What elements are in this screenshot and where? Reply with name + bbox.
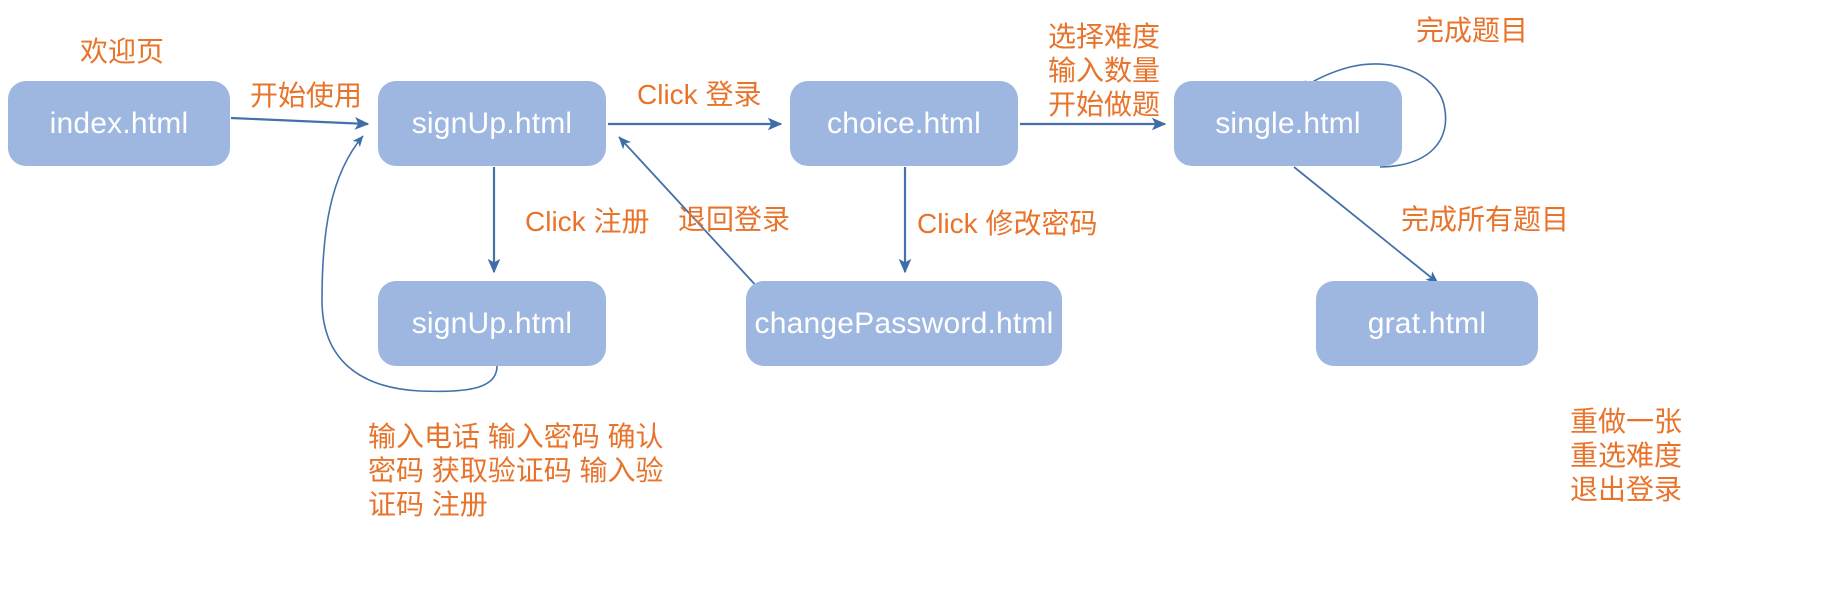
- annotation-welcome-note: 欢迎页: [80, 36, 165, 67]
- node-label: choice.html: [827, 106, 981, 140]
- edge-label-index-to-signup: 开始使用: [250, 80, 363, 111]
- node-label: signUp.html: [411, 306, 573, 340]
- node-index-html[interactable]: index.html: [8, 81, 230, 166]
- annotation-grat-note: 重做一张 重选难度 退出登录: [1570, 406, 1683, 505]
- annotation-register-note: 输入电话 输入密码 确认 密码 获取验证码 输入验 证码 注册: [368, 421, 664, 520]
- edge-label-signup-to-choice: Click 登录: [637, 79, 762, 110]
- node-grat-html[interactable]: grat.html: [1316, 281, 1538, 366]
- node-label: index.html: [49, 106, 189, 140]
- node-choice-html[interactable]: choice.html: [790, 81, 1018, 166]
- edge-label-choice-to-single: 选择难度 输入数量 开始做题: [1047, 21, 1160, 120]
- edge-label-single-to-grat: 完成所有题目: [1401, 204, 1570, 235]
- node-label: signUp.html: [411, 106, 573, 140]
- edge-label-choice-to-changepassword: Click 修改密码: [917, 208, 1098, 239]
- edge-label-signup-to-register: Click 注册: [525, 206, 650, 237]
- edge-label-changepassword-to-signup: 退回登录: [678, 204, 791, 235]
- node-label: single.html: [1215, 106, 1361, 140]
- edge-index-to-signup: [230, 116, 370, 130]
- node-label: grat.html: [1367, 306, 1487, 340]
- node-label: changePassword.html: [754, 306, 1054, 340]
- edge-label-single-self-loop: 完成题目: [1416, 15, 1529, 46]
- node-single-html[interactable]: single.html: [1174, 81, 1402, 166]
- node-changepassword-html[interactable]: changePassword.html: [746, 281, 1062, 366]
- node-signup-login-html[interactable]: signUp.html: [378, 81, 606, 166]
- node-signup-register-html[interactable]: signUp.html: [378, 281, 606, 366]
